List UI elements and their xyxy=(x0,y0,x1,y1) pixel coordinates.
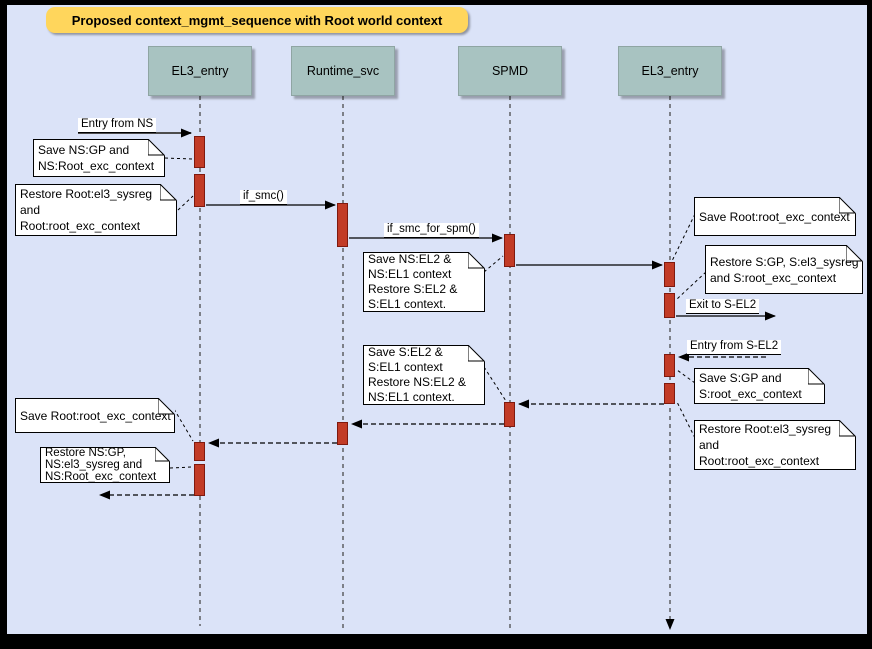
diagram-canvas xyxy=(7,5,867,634)
connector-note-restore-root-left xyxy=(177,195,194,211)
diagram-title: Proposed context_mgmt_sequence with Root… xyxy=(46,7,468,33)
connector-note-save-root-left xyxy=(173,408,194,442)
lifeline-header-spmd: SPMD xyxy=(458,46,562,96)
connector-note-save-root-right xyxy=(671,213,696,262)
note-fold-icon xyxy=(839,420,856,437)
activation-el3r-4 xyxy=(664,383,675,404)
message-label-if-smc-for-spm: if_smc_for_spm() xyxy=(384,223,479,238)
activation-el3r-1 xyxy=(664,262,675,287)
note-fold-icon xyxy=(160,184,177,201)
connector-note-save-s-el2 xyxy=(483,366,507,402)
note-save-ns-el2: Save NS:EL2 & NS:EL1 context Restore S:E… xyxy=(363,252,485,312)
connector-note-restore-ns-gp xyxy=(169,466,193,469)
lifeline-header-runtime-svc: Runtime_svc xyxy=(291,46,395,96)
note-fold-icon xyxy=(468,252,485,269)
note-save-ns-gp: Save NS:GP and NS:Root_exc_context xyxy=(33,139,165,177)
activation-runtime-1 xyxy=(337,203,348,247)
note-fold-icon xyxy=(846,245,863,262)
connector-note-save-ns-gp xyxy=(164,157,193,160)
lifeline-header-label: EL3_entry xyxy=(641,64,699,78)
message-label-entry-from-ns: Entry from NS xyxy=(78,118,157,133)
note-restore-root-right: Restore Root:el3_sysreg and Root:root_ex… xyxy=(694,420,856,470)
activation-el3r-2 xyxy=(664,293,675,318)
message-label-exit-to-sel2: Exit to S-EL2 xyxy=(686,299,760,314)
lifeline-header-label: Runtime_svc xyxy=(306,64,380,78)
note-fold-icon xyxy=(148,139,165,156)
note-save-s-gp: Save S:GP and S:root_exc_context xyxy=(694,368,825,404)
message-label-if-smc: if_smc() xyxy=(240,190,287,205)
note-restore-root-left: Restore Root:el3_sysreg and Root:root_ex… xyxy=(15,184,177,236)
note-restore-s-gp: Restore S:GP, S:el3_sysreg and S:root_ex… xyxy=(705,245,863,294)
note-fold-icon xyxy=(468,345,485,362)
note-fold-icon xyxy=(839,197,856,214)
note-fold-icon xyxy=(808,368,825,385)
lifeline-header-el3-entry-left: EL3_entry xyxy=(148,46,252,96)
connector-note-restore-s-gp xyxy=(676,271,707,300)
note-save-root-right: Save Root:root_exc_context xyxy=(694,197,856,236)
note-save-s-el2: Save S:EL2 & S:EL1 context Restore NS:EL… xyxy=(363,345,485,405)
connector-note-save-s-gp xyxy=(676,369,696,384)
activation-el3l-1 xyxy=(194,136,205,168)
message-label-entry-from-sel2: Entry from S-EL2 xyxy=(687,340,782,355)
activation-el3l-3 xyxy=(194,442,205,461)
connector-note-restore-root-right xyxy=(676,401,696,439)
activation-el3r-3 xyxy=(664,354,675,377)
lifeline-header-label: EL3_entry xyxy=(171,64,229,78)
note-restore-ns-gp: Restore NS:GP, NS:el3_sysreg and NS:Root… xyxy=(40,447,170,483)
activation-spmd-2 xyxy=(504,402,515,427)
activation-runtime-2 xyxy=(337,422,348,445)
activation-el3l-4 xyxy=(194,464,205,496)
note-save-root-left: Save Root:root_exc_context xyxy=(15,398,175,433)
connector-note-save-ns-el2 xyxy=(483,255,504,273)
activation-el3l-2 xyxy=(194,174,205,207)
note-fold-icon xyxy=(155,447,170,462)
activation-spmd-1 xyxy=(504,234,515,267)
note-fold-icon xyxy=(158,398,175,415)
lifeline-header-el3-entry-right: EL3_entry xyxy=(618,46,722,96)
lifeline-header-label: SPMD xyxy=(491,64,529,78)
